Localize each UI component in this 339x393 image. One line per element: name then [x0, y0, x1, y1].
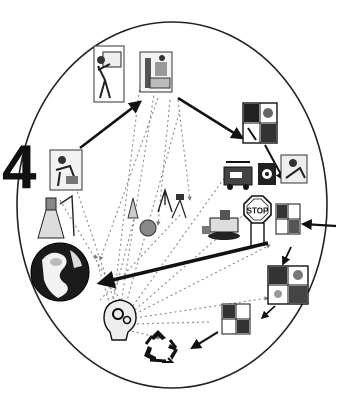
worker-with-tool-icon: [280, 154, 308, 184]
section-marker: 4: [2, 133, 37, 202]
person-icon: [93, 45, 125, 103]
grid-panel-icon: [242, 102, 278, 144]
section-marker-text: 4: [2, 133, 37, 202]
recycle-icon: [144, 330, 178, 363]
small-panel-icon: [221, 303, 251, 335]
puzzle-panel-icon: [267, 265, 309, 305]
dotted-connections: [59, 84, 271, 340]
stop-sign-text: STOP: [247, 207, 269, 216]
worker-icon: [139, 51, 173, 93]
outer-ellipse: [16, 21, 328, 389]
lab-instruments-icon: [127, 187, 187, 237]
vehicle-icon: [202, 210, 240, 240]
flask-icon: [37, 194, 75, 239]
people-panel-icon: [49, 149, 83, 191]
globe-icon: [30, 242, 90, 302]
hazard-barrel-icon: [258, 163, 276, 185]
stop-sign-icon: STOP: [243, 195, 272, 246]
cycle-arrows: [79, 64, 337, 350]
head-gears-icon: [103, 299, 137, 341]
grid-panel-small-icon: [275, 203, 301, 235]
cart-icon: [223, 161, 253, 190]
